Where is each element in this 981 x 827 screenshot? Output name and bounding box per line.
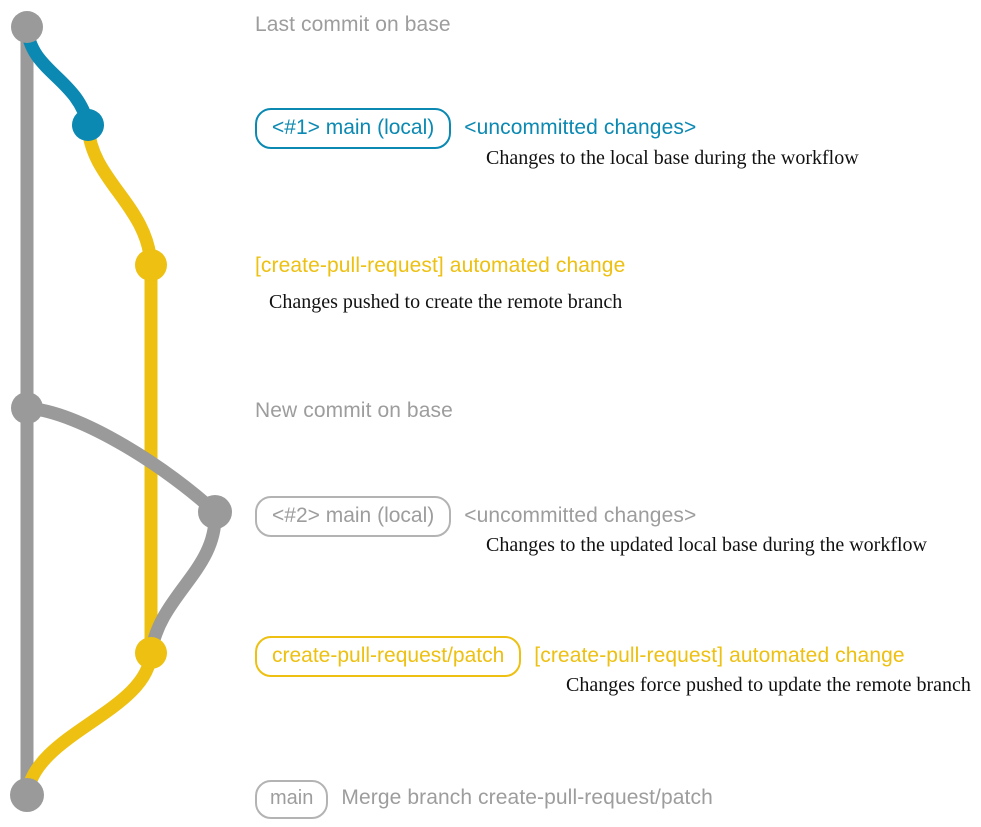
ref-badge-main-local-2[interactable]: <#2> main (local) bbox=[255, 496, 452, 537]
commit-row-c4: New commit on base bbox=[255, 398, 453, 424]
commit-subject-c7: Merge branch create-pull-request/patch bbox=[341, 786, 713, 809]
edge-c1-c2 bbox=[20, 20, 95, 132]
commit-row-c6: create-pull-request/patch [create-pull-r… bbox=[255, 636, 905, 677]
commit-subject-c4: New commit on base bbox=[255, 399, 453, 422]
commit-subject-c2: <uncommitted changes> bbox=[464, 116, 697, 139]
ref-badge-main[interactable]: main bbox=[255, 780, 329, 819]
commit-note-c6: Changes force pushed to update the remot… bbox=[566, 674, 971, 696]
commit-subject-c6: [create-pull-request] automated change bbox=[534, 644, 905, 667]
commit-subject-c1: Last commit on base bbox=[255, 13, 451, 36]
commit-node-c1[interactable] bbox=[11, 11, 43, 43]
edge-c4-c5 bbox=[20, 401, 222, 519]
commit-note-c2: Changes to the local base during the wor… bbox=[486, 147, 859, 169]
edge-c2-c3 bbox=[81, 118, 158, 272]
ref-badge-create-pull-request-patch[interactable]: create-pull-request/patch bbox=[255, 636, 522, 677]
commit-note-c3: Changes pushed to create the remote bran… bbox=[269, 291, 623, 313]
ref-badge-main-local-1[interactable]: <#1> main (local) bbox=[255, 108, 452, 149]
commit-row-c3: [create-pull-request] automated change bbox=[255, 253, 625, 279]
commit-note-c5: Changes to the updated local base during… bbox=[486, 534, 927, 556]
commit-subject-c3: [create-pull-request] automated change bbox=[255, 254, 626, 277]
commit-node-c6[interactable] bbox=[135, 637, 167, 669]
commit-node-c4[interactable] bbox=[11, 392, 43, 424]
edge-c5-c6 bbox=[144, 505, 222, 660]
commit-node-c2[interactable] bbox=[72, 109, 104, 141]
commit-row-c5: <#2> main (local) <uncommitted changes> bbox=[255, 496, 696, 537]
commit-node-c5[interactable] bbox=[198, 495, 232, 529]
commit-row-c7: main Merge branch create-pull-request/pa… bbox=[255, 780, 713, 819]
commit-node-c3[interactable] bbox=[135, 249, 167, 281]
edge-c6-c7 bbox=[20, 646, 158, 802]
commit-subject-c5: <uncommitted changes> bbox=[464, 504, 697, 527]
commit-row-c2: <#1> main (local) <uncommitted changes> bbox=[255, 108, 696, 149]
commit-node-c7[interactable] bbox=[10, 778, 44, 812]
commit-row-c1: Last commit on base bbox=[255, 12, 451, 38]
